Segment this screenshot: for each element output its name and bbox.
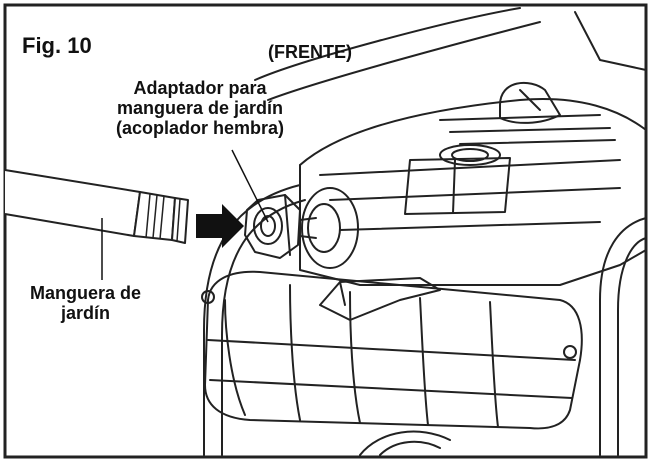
machine-linework <box>201 7 647 456</box>
adapter-callout-line-3: (acoplador hembra) <box>116 118 285 139</box>
hose-callout: Manguera de jardín <box>30 283 141 323</box>
hose-callout-line-1: Manguera de <box>30 283 142 303</box>
adapter-callout-line-1: Adaptador para <box>133 78 267 98</box>
adapter-callout-line-2: manguera de jardín <box>116 98 284 119</box>
adapter-leader-line <box>231 149 269 223</box>
hose-coupling-threads <box>145 193 181 242</box>
arrow-right-icon <box>196 204 244 248</box>
leader-lines <box>101 149 269 280</box>
figure-number: Fig. 10 <box>22 33 92 58</box>
view-label: (FRENTE) <box>268 42 352 62</box>
adapter-callout: Adaptador para manguera de jardín (acopl… <box>116 78 284 138</box>
figure-border <box>3 3 648 459</box>
hose-callout-line-2: jardín <box>61 303 111 324</box>
